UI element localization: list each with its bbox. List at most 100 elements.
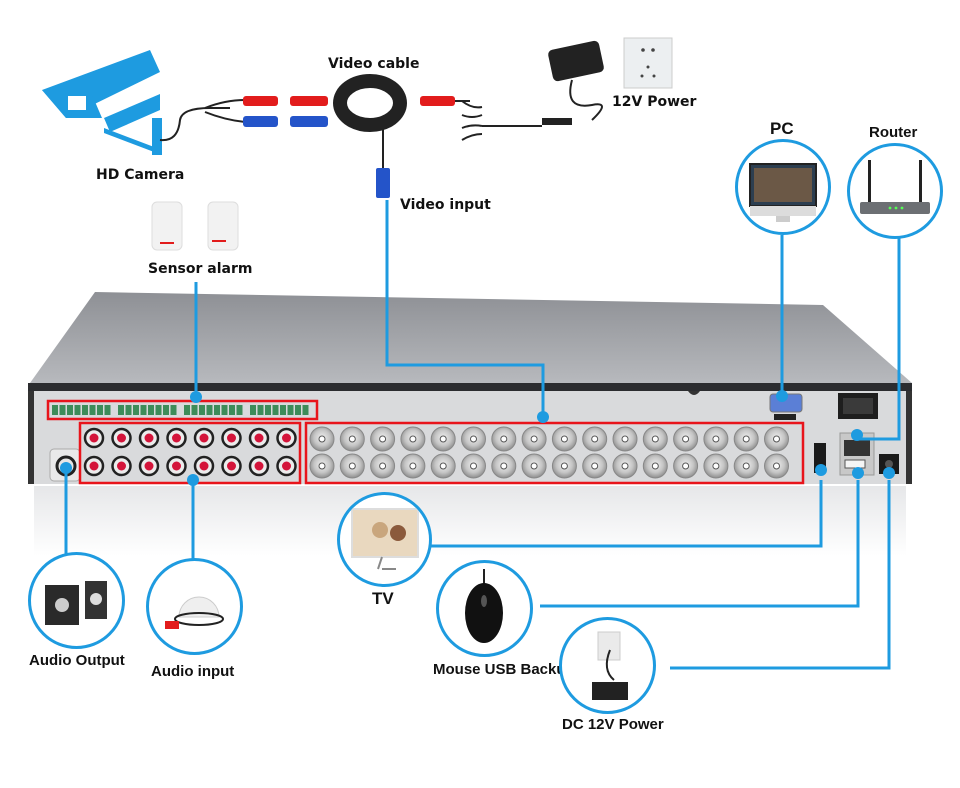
line-tv [430,480,823,548]
dot-dc-power [883,467,895,479]
bnc-center [621,435,629,443]
bnc-center [500,435,508,443]
bnc-center [742,435,750,443]
alarm-terminal[interactable] [272,405,279,415]
alarm-terminal[interactable] [302,405,309,415]
pc-monitor-icon [749,163,817,222]
dot-sensor-alarm [190,391,202,403]
speaker-icon [45,581,107,625]
alarm-terminal[interactable] [67,405,73,415]
bnc-highlight-box [304,421,805,485]
tv-circle [337,492,432,587]
alarm-terminal[interactable] [125,405,132,415]
dc-adapter-icon [592,631,628,700]
usb-port[interactable] [844,459,866,469]
alarm-terminal[interactable] [59,405,66,415]
alarm-terminal[interactable] [221,405,228,415]
bnc-center [379,462,387,470]
audio-output-circle [28,552,125,649]
alarm-terminal[interactable] [104,405,111,415]
alarm-terminal[interactable] [148,405,154,415]
dot-hdmi [815,464,827,476]
mouse-circle [436,560,533,657]
bnc-port-block [309,426,789,479]
audio-rca-center [254,433,264,443]
bnc-center [470,435,477,443]
alarm-terminal[interactable] [214,405,220,415]
alarm-terminal[interactable] [82,405,88,415]
line-router [856,237,901,441]
label-router: Router [869,124,918,141]
sensor-alarm-icon [151,201,239,251]
dvr-reflection [34,486,906,556]
audio-rca-center [144,461,154,471]
tv-icon [351,508,419,570]
alarm-highlight-box [46,399,319,421]
bnc-center [348,435,356,443]
alarm-terminal[interactable] [199,405,205,415]
alarm-terminal[interactable] [155,405,162,415]
bnc-center [379,435,387,443]
alarm-terminal[interactable] [163,405,169,415]
audio-rca-center [117,433,126,443]
dc-power-circle [559,617,656,714]
label-mouse-usb-backup: Mouse USB Backup [433,661,575,678]
audio-rca-center [144,433,154,443]
bnc-center [621,462,629,470]
mouse-icon [465,569,503,643]
alarm-terminal[interactable] [295,405,301,415]
bnc-center [682,462,690,470]
label-12v-power: 12V Power [612,94,697,110]
label-hd-camera: HD Camera [96,167,185,183]
bnc-center [470,462,477,470]
alarm-terminal[interactable] [74,405,81,415]
audio-rca-block [83,427,297,477]
audio-rca-center [199,461,209,471]
label-video-cable: Video cable [328,56,420,72]
label-tv: TV [372,589,394,608]
alarm-terminal[interactable] [280,405,286,415]
alarm-terminal[interactable] [257,405,264,415]
alarm-terminal[interactable] [52,405,58,415]
alarm-terminal[interactable] [250,405,256,415]
dot-audio-input [187,474,199,486]
label-audio-output: Audio Output [29,652,125,669]
dot-audio-output [60,462,72,474]
bnc-center [712,462,720,470]
alarm-terminal[interactable] [184,405,190,415]
bnc-center [318,435,326,443]
router-circle [847,143,943,239]
audio-rca-center [227,433,236,443]
alarm-terminal[interactable] [140,405,147,415]
dot-video-input [537,411,549,423]
video-cable-icon [159,74,572,198]
bnc-center [409,462,417,470]
alarm-terminal[interactable] [191,405,198,415]
alarm-terminal[interactable] [97,405,103,415]
alarm-terminal[interactable] [118,405,124,415]
audio-rca-center [254,461,264,471]
alarm-terminal[interactable] [229,405,235,415]
audio-rca-center [227,461,236,471]
audio-rca-center [117,461,126,471]
audio-rca-center [282,461,291,471]
dvr-top-surface [30,292,912,383]
bnc-center [530,462,538,470]
line-video-input [385,200,545,420]
label-audio-input: Audio input [151,663,235,680]
alarm-terminal[interactable] [265,405,271,415]
bnc-center [409,435,417,443]
bnc-center [591,462,599,470]
alarm-terminal[interactable] [89,405,96,415]
line-dc-power [670,480,891,670]
alarm-terminal[interactable] [236,405,243,415]
label-video-input: Video input [400,197,491,213]
alarm-terminal[interactable] [170,405,177,415]
alarm-terminal[interactable] [133,405,139,415]
bnc-center [773,462,780,470]
alarm-terminal[interactable] [206,405,213,415]
alarm-terminal[interactable] [287,405,294,415]
alarm-terminal-block [52,405,309,415]
bnc-center [318,462,326,470]
bnc-center [530,435,538,443]
